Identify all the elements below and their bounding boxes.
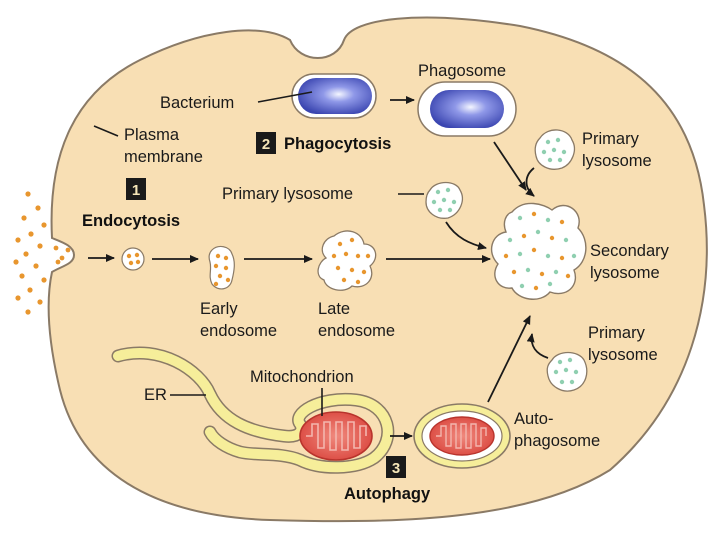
primary-lysosome-bottom-label-line2: lysosome xyxy=(588,346,658,364)
step-2-number: 2 xyxy=(262,136,270,153)
endocytosis-label: Endocytosis xyxy=(82,212,180,230)
phagocytosis-label: Phagocytosis xyxy=(284,135,391,153)
er-lumen xyxy=(113,347,393,473)
phagosome xyxy=(417,81,517,137)
endocytic-vesicle xyxy=(121,247,145,271)
late-endosome-label-line2: endosome xyxy=(318,322,395,340)
primary-lysosome-mid-label: Primary lysosome xyxy=(222,185,353,203)
plasma-membrane-label-line2: membrane xyxy=(124,148,203,166)
arrow-autophagosome-to-secondary xyxy=(487,315,531,403)
bacterium-label: Bacterium xyxy=(160,94,234,112)
step-3-badge xyxy=(386,456,406,478)
secondary-lysosome xyxy=(490,202,587,300)
step-1-badge xyxy=(126,178,146,200)
primary-lysosome-bottom-enzymes xyxy=(553,357,579,385)
bacterium-engulfing xyxy=(291,73,377,119)
phagosome-label: Phagosome xyxy=(418,62,506,80)
autophagy-label: Autophagy xyxy=(344,485,431,503)
mitochondrion xyxy=(299,411,373,461)
early-endosome-label-line1: Early xyxy=(200,300,238,318)
early-endosome-label-line2: endosome xyxy=(200,322,277,340)
late-endosome-label-line1: Late xyxy=(318,300,350,318)
arrow-primary-mid-to-secondary xyxy=(445,221,487,250)
secondary-lysosome-contents xyxy=(503,211,577,291)
primary-lysosome-top-label-line1: Primary xyxy=(582,130,640,148)
autophagosome-label-line2: phagosome xyxy=(514,432,600,450)
step-2-badge xyxy=(256,132,276,154)
plasma-membrane-leader xyxy=(93,125,119,137)
primary-lysosome-bottom-label-line1: Primary xyxy=(588,324,646,342)
er-label: ER xyxy=(144,386,167,404)
early-endosome xyxy=(208,245,235,290)
autophagosome xyxy=(413,403,511,469)
primary-lysosome-mid-enzymes xyxy=(431,187,457,213)
secondary-lysosome-label-line2: lysosome xyxy=(590,264,660,282)
primary-lysosome-top-label-line2: lysosome xyxy=(582,152,652,170)
primary-lysosome-top-enzymes xyxy=(541,137,567,163)
arrow-primary-bottom-to-secondary xyxy=(526,333,549,359)
autophagosome-label-line1: Auto- xyxy=(514,410,553,428)
extracellular-cargo xyxy=(13,191,71,315)
secondary-lysosome-label-line1: Secondary xyxy=(590,242,670,260)
step-3-number: 3 xyxy=(392,460,400,477)
bacterium-leader xyxy=(257,91,313,103)
late-endosome xyxy=(317,230,377,291)
arrow-phagosome-to-secondary xyxy=(493,141,527,191)
mitochondrion-label: Mitochondrion xyxy=(250,368,354,386)
plasma-membrane-label-line1: Plasma xyxy=(124,126,180,144)
step-1-number: 1 xyxy=(132,182,140,199)
